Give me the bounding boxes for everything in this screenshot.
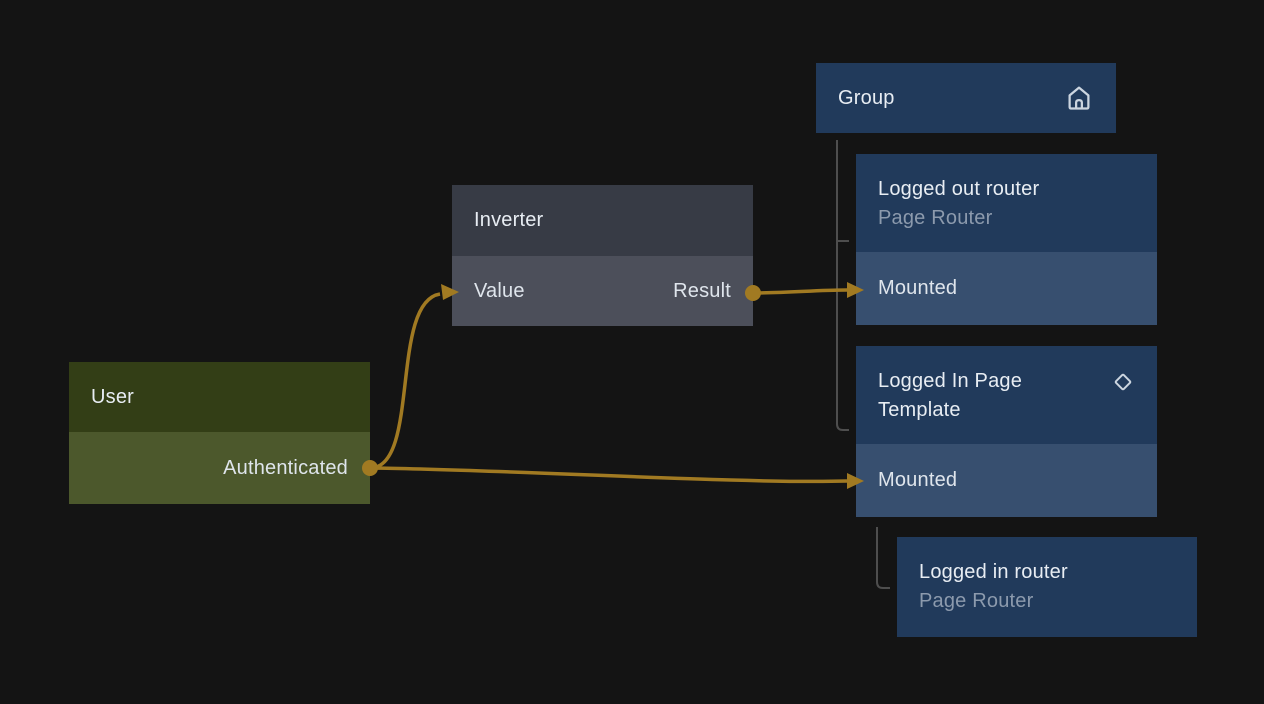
node-subtitle: Page Router bbox=[919, 590, 1034, 612]
node-subtitle: Page Router bbox=[878, 207, 993, 229]
node-logged-in-router[interactable]: Logged in router Page Router bbox=[897, 537, 1197, 637]
home-icon bbox=[1064, 83, 1094, 113]
port-value-label: Value bbox=[474, 279, 525, 302]
node-logged-out-router[interactable]: Logged out router Page Router Mounted bbox=[856, 154, 1157, 325]
wire-authenticated-to-value[interactable] bbox=[370, 292, 441, 470]
node-title: User bbox=[91, 385, 135, 408]
node-logged-in-page-template-header: Logged In Page Template bbox=[856, 346, 1157, 444]
wire-authenticated-to-mounted[interactable] bbox=[370, 466, 848, 484]
node-title: Logged In Page Template bbox=[878, 370, 1023, 421]
node-logged-in-router-header: Logged in router Page Router bbox=[897, 537, 1197, 637]
node-group-header: Group bbox=[816, 63, 1116, 133]
node-title: Logged in router bbox=[919, 561, 1068, 583]
port-result-label: Result bbox=[673, 279, 731, 302]
node-inverter[interactable]: Inverter Value Result bbox=[452, 185, 753, 326]
mounted-child-connector bbox=[876, 527, 890, 589]
port-label: Mounted bbox=[878, 469, 958, 491]
node-title: Logged out router bbox=[878, 178, 1040, 200]
port-label: Authenticated bbox=[223, 456, 348, 479]
node-title: Inverter bbox=[474, 209, 544, 231]
node-inverter-header: Inverter bbox=[452, 185, 753, 256]
group-children-connector bbox=[836, 140, 849, 431]
wire-result-to-mounted[interactable] bbox=[752, 288, 848, 295]
inverter-ports-row[interactable]: Value Result bbox=[452, 256, 753, 326]
port-authenticated[interactable]: Authenticated bbox=[69, 432, 370, 504]
port-mounted-template[interactable]: Mounted bbox=[856, 444, 1157, 517]
port-label: Mounted bbox=[878, 277, 958, 299]
node-logged-out-router-header: Logged out router Page Router bbox=[856, 154, 1157, 252]
node-user[interactable]: User Authenticated bbox=[69, 362, 370, 504]
port-mounted-logged-out[interactable]: Mounted bbox=[856, 252, 1157, 325]
node-logged-in-page-template[interactable]: Logged In Page Template Mounted bbox=[856, 346, 1157, 517]
node-title: Group bbox=[838, 86, 895, 109]
node-user-header: User bbox=[69, 362, 370, 432]
diamond-icon bbox=[1109, 368, 1137, 396]
node-group[interactable]: Group bbox=[816, 63, 1116, 133]
